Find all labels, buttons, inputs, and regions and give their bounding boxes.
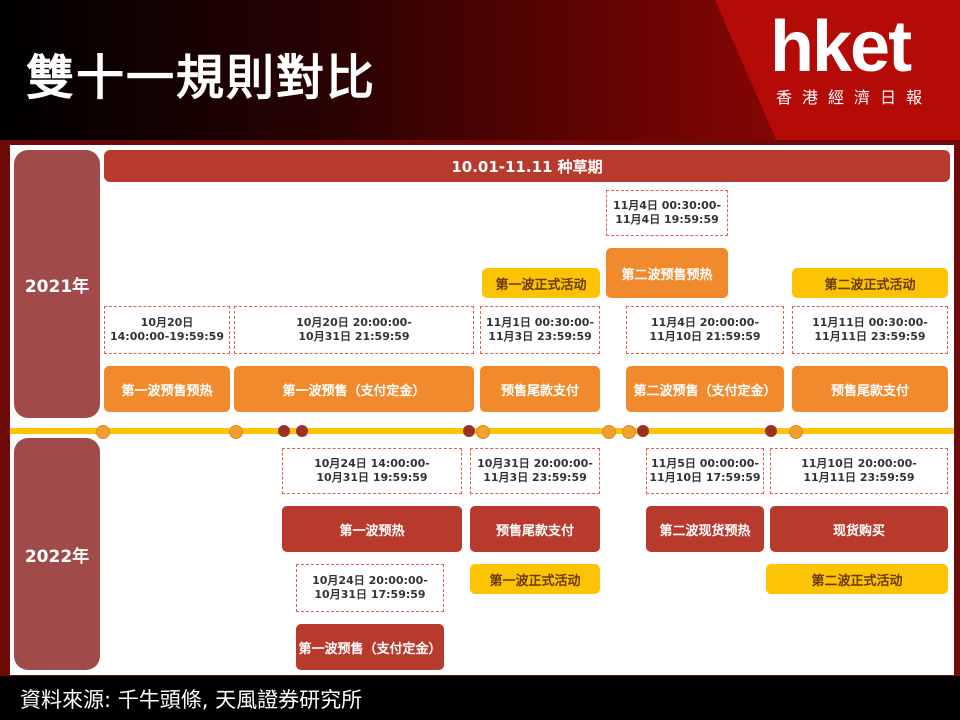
timeline-dot: [463, 425, 475, 437]
time-2022-second-preheat: 11月5日 00:00:00- 11月10日 17:59:59: [646, 448, 764, 494]
seeding-period-bar: 10.01-11.11 种草期: [104, 150, 950, 182]
box-2021-second-official: 第二波正式活动: [792, 268, 948, 298]
time-2022-first-deposit: 10月24日 20:00:00- 10月31日 17:59:59: [296, 564, 444, 612]
time-2022-first-preheat: 10月24日 14:00:00- 10月31日 19:59:59: [282, 448, 462, 494]
box-2022-first-preheat: 第一波预热: [282, 506, 462, 552]
timeline-dot: [229, 425, 243, 439]
year-2022-label: 2022年: [14, 438, 100, 670]
footer-bar: [0, 676, 960, 720]
box-2021-second-deposit: 第二波预售（支付定金）: [626, 366, 784, 412]
timeline-dot: [602, 425, 616, 439]
time-2021-second-deposit: 11月4日 20:00:00- 11月10日 21:59:59: [626, 306, 784, 354]
year-2021-label: 2021年: [14, 150, 100, 418]
timeline-dot: [637, 425, 649, 437]
hket-logo: hket: [770, 7, 912, 87]
box-2022-first-deposit: 第一波预售（支付定金）: [296, 624, 444, 670]
timeline-dot: [296, 425, 308, 437]
box-2021-first-preheat: 第一波预售预热: [104, 366, 230, 412]
timeline-dot: [765, 425, 777, 437]
time-2021-second-balance: 11月11日 00:30:00- 11月11日 23:59:59: [792, 306, 948, 354]
timeline-dot: [278, 425, 290, 437]
box-2021-second-balance: 预售尾款支付: [792, 366, 948, 412]
timeline-dot: [476, 425, 490, 439]
time-2022-spot-purchase: 11月10日 20:00:00- 11月11日 23:59:59: [770, 448, 948, 494]
box-2022-first-official: 第一波正式活动: [470, 564, 600, 594]
box-2021-first-balance: 预售尾款支付: [480, 366, 600, 412]
timeline-dot: [96, 425, 110, 439]
box-2021-first-official: 第一波正式活动: [482, 268, 600, 298]
box-2021-second-preheat: 第二波预售预热: [606, 248, 728, 298]
timeline-dot: [789, 425, 803, 439]
box-2021-first-deposit: 第一波预售（支付定金）: [234, 366, 474, 412]
logo-subtitle: 香港經濟日報: [776, 88, 933, 107]
box-2022-second-official: 第二波正式活动: [766, 564, 948, 594]
time-2021-second-preheat: 11月4日 00:30:00- 11月4日 19:59:59: [606, 190, 728, 236]
source-note: 資料來源: 千牛頭條, 天風證券研究所: [20, 688, 363, 712]
box-2022-spot-purchase: 现货购买: [770, 506, 948, 552]
time-2021-first-preheat: 10月20日 14:00:00-19:59:59: [104, 306, 230, 354]
box-2022-second-preheat: 第二波现货预热: [646, 506, 764, 552]
time-2021-first-deposit: 10月20日 20:00:00- 10月31日 21:59:59: [234, 306, 474, 354]
page-title: 雙十一規則對比: [26, 50, 377, 106]
timeline-dot: [622, 425, 636, 439]
time-2022-first-balance: 10月31日 20:00:00- 11月3日 23:59:59: [470, 448, 600, 494]
box-2022-first-balance: 预售尾款支付: [470, 506, 600, 552]
time-2021-first-balance: 11月1日 00:30:00- 11月3日 23:59:59: [480, 306, 600, 354]
